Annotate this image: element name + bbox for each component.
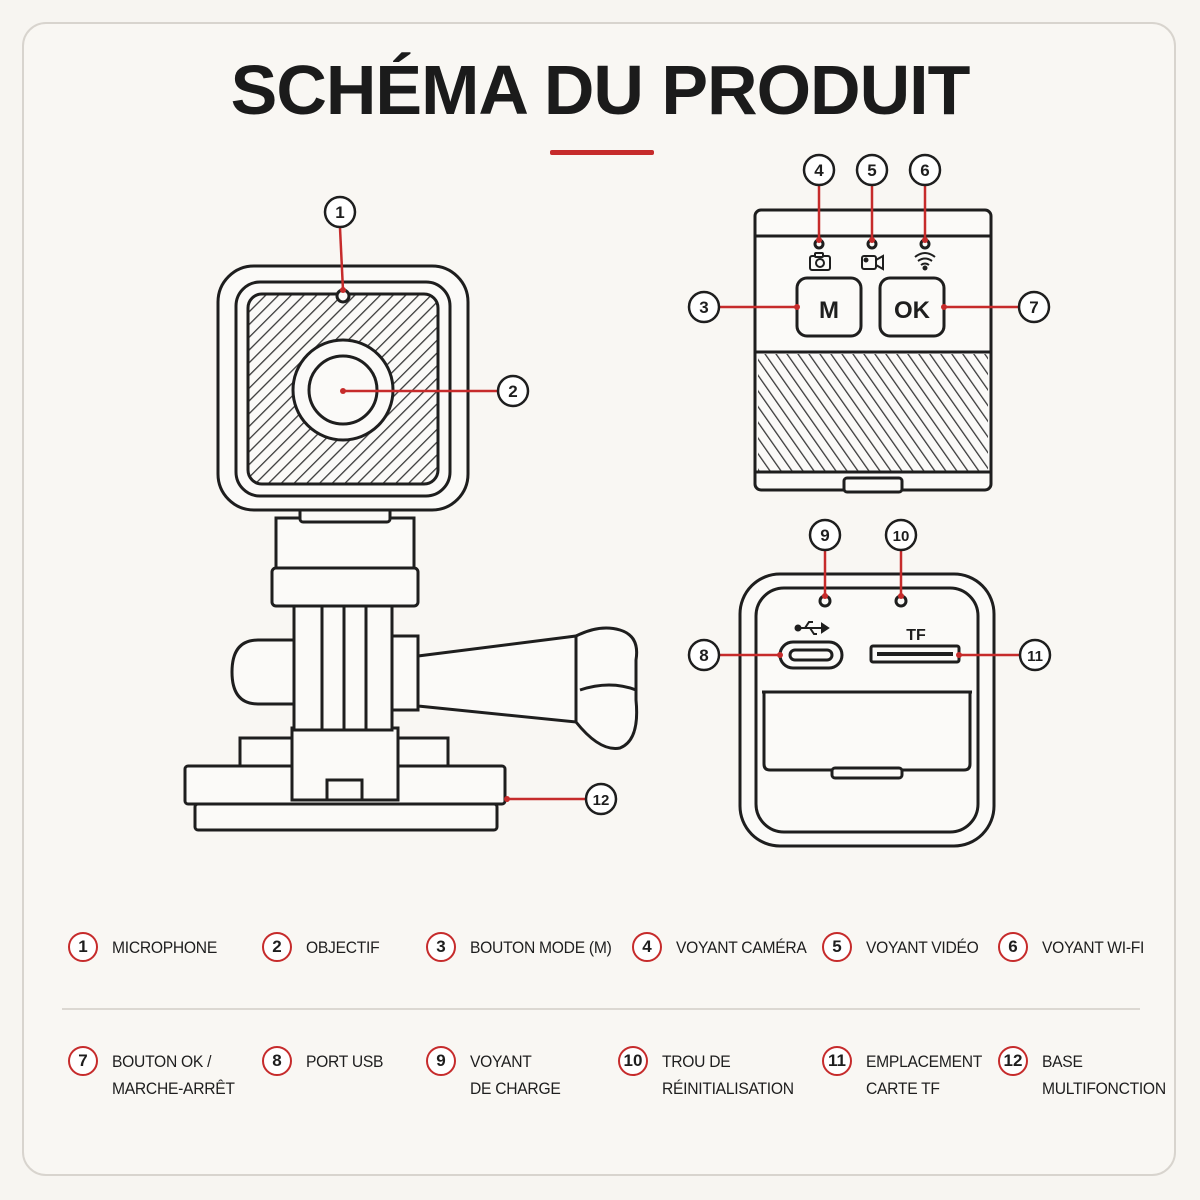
callout-number: 10 [893,528,910,545]
tf-slot-label: TF [906,627,926,644]
callout-anchor-dot [898,593,904,599]
legend-number: 8 [262,1046,292,1076]
callout-circle [687,290,721,324]
callout-number: 1 [335,203,344,222]
callout-circle [884,518,918,552]
callout-circle [1017,290,1051,324]
video-icon [861,254,884,271]
legend-number: 4 [632,932,662,962]
callout-anchor-dot [869,237,875,243]
callout-anchor-dot [816,237,822,243]
callout-anchor-dot [340,388,346,394]
legend-number: 9 [426,1046,456,1076]
callout-circle [687,638,721,672]
camera-front-view [183,264,639,832]
callout-leader-line [338,227,345,291]
page-title: SCHÉMA DU PRODUIT [230,51,971,129]
callout-anchor-dot [777,652,783,658]
legend-item-port-usb: 8 PORT USB [262,1046,390,1076]
camera-side-view [738,572,996,848]
title-underline [550,150,654,155]
legend-item-objectif: 2 OBJECTIF [262,932,386,962]
usb-icon [794,621,830,635]
legend-item-trou-reinitialisation: 10 TROU DE RÉINITIALISATION [618,1046,805,1102]
legend-number: 5 [822,932,852,962]
legend-item-voyant-camera: 4 VOYANT CAMÉRA [632,932,818,962]
legend-label: BASE MULTIFONCTION [1042,1052,1166,1098]
callout-number: 3 [699,298,708,317]
legend-label: MICROPHONE [112,938,217,957]
legend-label: BOUTON MODE (M) [470,938,612,957]
legend-number: 1 [68,932,98,962]
ok-button-label: OK [894,297,931,324]
callout-number: 11 [1027,648,1043,665]
legend-item-voyant-charge: 9 VOYANT DE CHARGE [426,1046,568,1102]
callout-anchor-dot [941,304,947,310]
callout-number: 5 [867,161,876,180]
callout-circle [908,153,942,187]
wifi-icon [914,252,936,271]
legend-item-microphone: 1 MICROPHONE [68,932,226,962]
callout-number: 6 [920,161,929,180]
camera-icon [809,252,831,271]
legend-label: VOYANT DE CHARGE [470,1052,561,1098]
callout-number: 9 [820,526,829,545]
legend-item-bouton-ok: 7 BOUTON OK / MARCHE-ARRÊT [68,1046,245,1102]
callout-circle [496,374,530,408]
callout-number: 8 [699,646,708,665]
legend-divider [62,1008,1140,1010]
callout-anchor-dot [340,287,346,293]
legend-item-emplacement-tf: 11 EMPLACEMENT CARTE TF [822,1046,992,1102]
legend-item-base-multifonction: 12 BASE MULTIFONCTION [998,1046,1177,1102]
legend-label: PORT USB [306,1052,384,1071]
callout-number: 7 [1029,298,1038,317]
legend-label: EMPLACEMENT CARTE TF [866,1052,983,1098]
legend-label: VOYANT CAMÉRA [676,938,807,957]
callout-anchor-dot [956,652,962,658]
callout-anchor-dot [822,593,828,599]
callout-circle [855,153,889,187]
mode-button-label: M [819,297,839,324]
legend-item-voyant-video: 5 VOYANT VIDÉO [822,932,988,962]
legend-number: 10 [618,1046,648,1076]
callout-anchor-dot [794,304,800,310]
legend-number: 12 [998,1046,1028,1076]
callout-circle [584,782,618,816]
callout-anchor-dot [922,237,928,243]
legend-label: OBJECTIF [306,938,380,957]
callout-number: 12 [593,792,610,809]
callout-circle [1018,638,1052,672]
callout-number: 4 [814,161,824,180]
legend-item-bouton-mode: 3 BOUTON MODE (M) [426,932,624,962]
legend-number: 2 [262,932,292,962]
legend-item-voyant-wifi: 6 VOYANT WI-FI [998,932,1153,962]
legend-label: VOYANT VIDÉO [866,938,979,957]
callout-number: 2 [508,382,517,401]
legend-label: VOYANT WI-FI [1042,938,1145,957]
legend-number: 11 [822,1046,852,1076]
callout-circle [323,195,357,229]
callout-circle [802,153,836,187]
legend-label: TROU DE RÉINITIALISATION [662,1052,794,1098]
camera-top-view [753,208,993,494]
callout-circle [808,518,842,552]
callout-anchor-dot [504,796,510,802]
legend-number: 6 [998,932,1028,962]
legend-number: 3 [426,932,456,962]
legend-number: 7 [68,1046,98,1076]
legend-label: BOUTON OK / MARCHE-ARRÊT [112,1052,235,1098]
